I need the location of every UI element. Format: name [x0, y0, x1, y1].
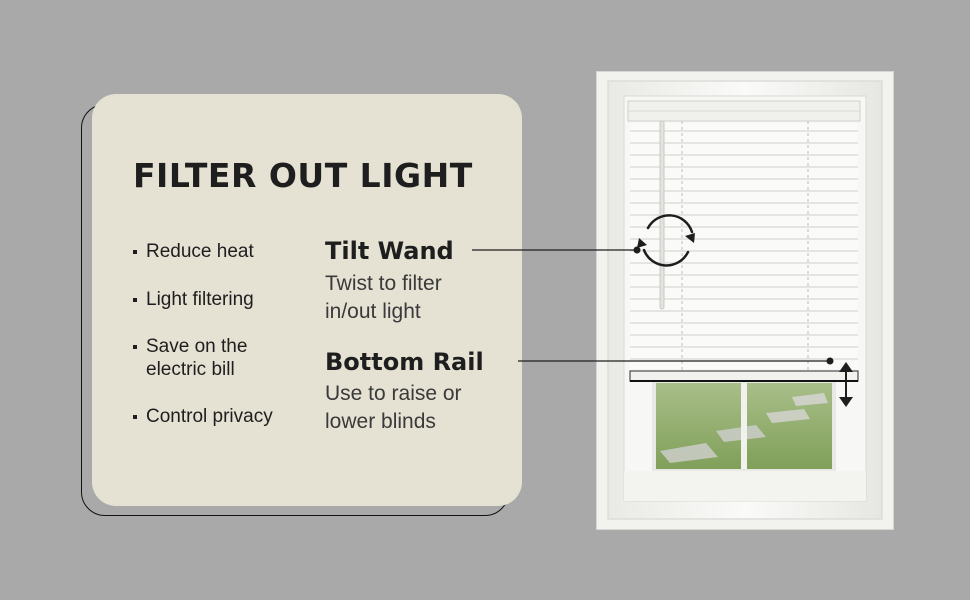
- window-blinds-illustration: [596, 71, 894, 530]
- square-bullet-icon: [133, 415, 137, 419]
- tilt-wand-title: Tilt Wand: [325, 237, 454, 265]
- bottom-rail-title: Bottom Rail: [325, 348, 484, 376]
- benefit-label: Light filtering: [146, 289, 254, 310]
- square-bullet-icon: [133, 345, 137, 349]
- benefit-label: Reduce heat: [146, 241, 254, 262]
- benefit-label: Control privacy: [146, 406, 273, 427]
- square-bullet-icon: [133, 298, 137, 302]
- tilt-wand-description: Twist to filter in/out light: [325, 272, 442, 323]
- card-title: FILTER OUT LIGHT: [133, 156, 473, 195]
- info-card: [92, 94, 522, 506]
- window-view: [652, 379, 836, 473]
- bottom-rail-description: Use to raise or lower blinds: [325, 382, 462, 433]
- square-bullet-icon: [133, 250, 137, 254]
- benefit-label: Save on the electric bill: [146, 336, 248, 380]
